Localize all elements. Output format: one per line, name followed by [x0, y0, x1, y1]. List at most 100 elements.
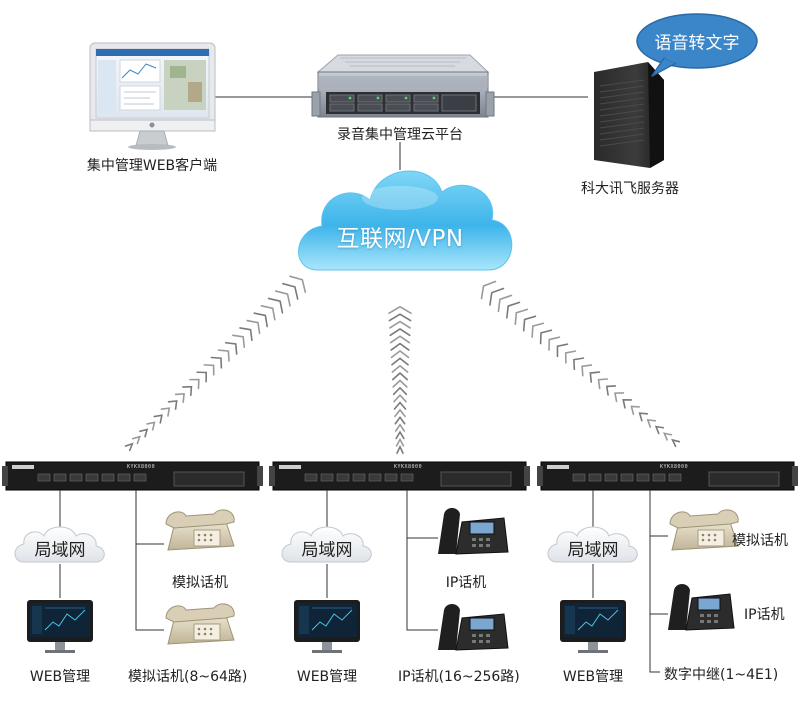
signal-chevron — [232, 334, 246, 348]
signal-chevron — [489, 287, 505, 306]
lan-label-1: 局域网 — [34, 540, 86, 561]
signal-chevron — [260, 305, 276, 321]
signal-chevron — [393, 394, 407, 403]
signal-chevron — [394, 415, 406, 425]
signal-chevron — [506, 301, 521, 319]
signal-chevron — [390, 342, 410, 351]
signal-chevron — [630, 405, 641, 416]
signal-chevron — [394, 423, 406, 432]
lan-label-2: 局域网 — [301, 540, 353, 561]
ip-phone-label-1: IP话机 — [445, 575, 487, 591]
web-management-label-1: WEB管理 — [29, 669, 91, 685]
signal-chevron — [131, 435, 141, 445]
analog-phone-icon-1 — [165, 509, 235, 551]
recording-cloud-platform-server-icon — [311, 54, 495, 118]
ip-phone-icon-2 — [438, 604, 509, 651]
signal-chevron — [497, 294, 513, 313]
signal-chevron — [392, 379, 408, 388]
signal-chevron — [174, 393, 185, 404]
signal-chevron — [388, 305, 412, 315]
signal-chevron — [389, 320, 411, 329]
web-client-monitor-icon — [89, 42, 216, 150]
signal-chevron — [196, 371, 208, 383]
signal-chevron — [139, 428, 149, 438]
analog-phone-label-2: 模拟话机 — [732, 533, 788, 549]
device-model-2: KYKX8000 — [394, 464, 423, 470]
web-management-monitor-icon-3 — [560, 600, 626, 653]
signal-chevron — [153, 414, 163, 424]
signal-chevron — [391, 357, 409, 366]
device-model-1: KYKX8000 — [127, 464, 156, 470]
signal-chevron — [605, 385, 617, 396]
iflytek-server-label: 科大讯飞服务器 — [581, 181, 679, 197]
signal-chevron — [654, 425, 665, 435]
wireless-link-center — [388, 305, 412, 455]
signal-chevron — [253, 312, 268, 328]
signal-chevron — [182, 385, 193, 397]
signal-chevron — [160, 407, 171, 417]
ip-phone-icon-1 — [438, 508, 509, 555]
signal-chevron — [392, 386, 408, 396]
cloud-label: 互联网/VPN — [336, 226, 464, 252]
web-client-label: 集中管理WEB客户端 — [86, 158, 218, 174]
ip-phone-label-2: IP话机 — [744, 607, 785, 623]
signal-chevron — [267, 297, 284, 314]
signal-chevron — [167, 400, 178, 410]
signal-chevron — [395, 437, 405, 447]
signal-chevron — [394, 408, 406, 418]
signal-chevron — [646, 418, 657, 428]
cloud-platform-label: 录音集中管理云平台 — [337, 127, 463, 143]
signal-chevron — [224, 341, 238, 355]
signal-chevron — [246, 319, 261, 335]
signal-chevron — [391, 364, 409, 373]
signal-chevron — [189, 378, 200, 390]
recorder-device-3 — [537, 461, 798, 491]
bottom-connection-lines — [59, 490, 668, 673]
signal-chevron — [638, 412, 649, 422]
signal-chevron — [581, 364, 593, 377]
top-connection-lines — [215, 96, 588, 170]
signal-chevron — [589, 371, 601, 383]
signal-chevron — [614, 392, 625, 403]
device-model-3: KYKX8000 — [660, 464, 689, 470]
signal-chevron — [548, 336, 561, 351]
signal-chevron — [395, 430, 405, 440]
signal-chevron — [282, 282, 299, 300]
web-management-monitor-icon-2 — [294, 600, 360, 653]
signal-chevron — [514, 308, 529, 326]
signal-chevron — [146, 421, 156, 431]
signal-chevron — [480, 280, 497, 300]
signal-chevron — [203, 364, 215, 376]
speech-to-text-label: 语音转文字 — [654, 33, 740, 54]
speech-to-text-bubble — [636, 13, 758, 77]
web-management-label-3: WEB管理 — [562, 669, 624, 685]
analog-phone-icon-3 — [669, 509, 739, 551]
signal-chevron — [531, 322, 545, 338]
ip-phone-range-label: IP话机(16~256路) — [398, 669, 520, 685]
signal-chevron — [210, 356, 223, 369]
signal-chevron — [390, 350, 410, 359]
signal-chevron — [671, 438, 681, 448]
signal-chevron — [396, 444, 404, 455]
analog-phone-range-label: 模拟话机(8~64路) — [128, 669, 248, 685]
signal-chevron — [389, 335, 411, 344]
signal-chevron — [391, 372, 409, 381]
analog-phone-icon-2 — [165, 603, 235, 645]
web-management-label-2: WEB管理 — [296, 669, 358, 685]
recorder-device-2 — [269, 461, 530, 491]
signal-chevron — [393, 401, 407, 410]
signal-chevron — [124, 442, 134, 452]
lan-cloud-3 — [547, 526, 638, 563]
signal-chevron — [573, 357, 585, 371]
ip-phone-icon-3 — [668, 584, 735, 631]
wireless-link-right — [480, 280, 681, 448]
lan-label-3: 局域网 — [567, 540, 619, 561]
signal-chevron — [389, 327, 411, 337]
lan-cloud-2 — [281, 526, 372, 563]
signal-chevron — [556, 343, 569, 358]
lan-cloud-1 — [14, 526, 105, 563]
web-management-monitor-icon-1 — [27, 600, 93, 653]
signal-chevron — [539, 329, 553, 345]
signal-chevron — [522, 315, 537, 332]
